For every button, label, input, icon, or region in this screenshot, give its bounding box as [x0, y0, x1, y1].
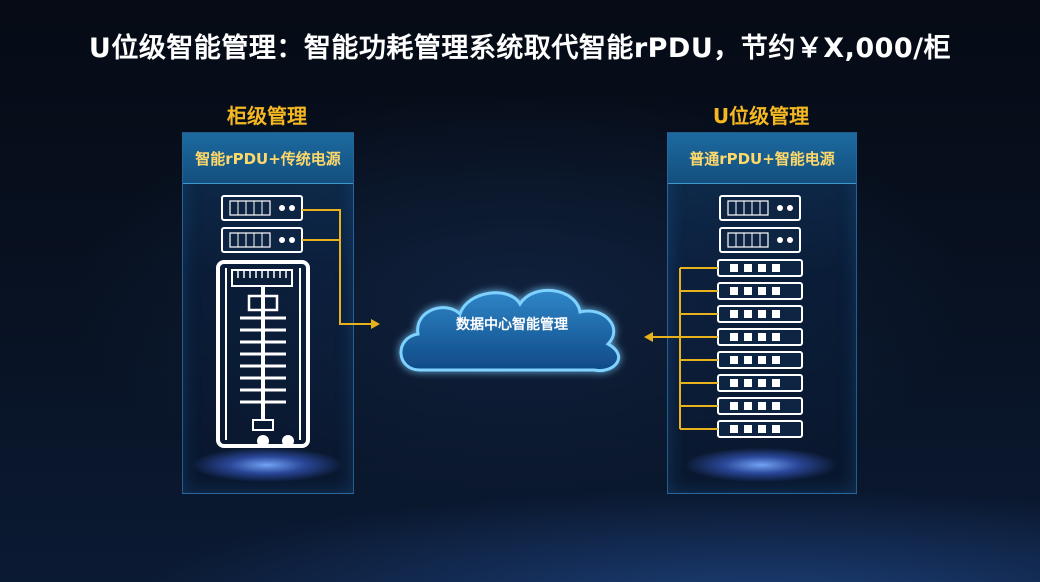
right-panel-header: 普通rPDU+智能电源: [668, 133, 856, 184]
right-connector: [652, 267, 718, 430]
left-arrowhead: [371, 319, 380, 329]
left-plug-1: [257, 435, 269, 447]
left-plug-2: [282, 435, 294, 447]
right-power-unit-2: [717, 282, 803, 300]
right-power-unit-6: [717, 374, 803, 392]
left-panel-header: 智能rPDU+传统电源: [183, 133, 353, 184]
right-server-2: [719, 227, 801, 253]
right-server-1: [719, 195, 801, 221]
slide-title: U位级智能管理：智能功耗管理系统取代智能rPDU，节约￥X,000/柜: [88, 33, 952, 64]
right-power-unit-3: [717, 305, 803, 323]
cloud-shape: [399, 288, 621, 373]
left-rack-glow: [192, 448, 342, 482]
left-connector: [302, 209, 372, 325]
data-center-cloud: 数据中心智能管理: [396, 278, 628, 374]
left-server-1: [221, 195, 303, 221]
right-power-unit-1: [717, 259, 803, 277]
right-arrowhead: [644, 332, 653, 342]
right-power-unit-4: [717, 328, 803, 346]
right-power-unit-7: [717, 397, 803, 415]
left-server-2: [221, 227, 303, 253]
left-rpdu-device: [216, 260, 310, 448]
left-rack-panel: 智能rPDU+传统电源: [182, 132, 354, 494]
right-column-title: U位级管理: [712, 104, 810, 128]
left-column-title: 柜级管理: [227, 104, 307, 128]
right-power-unit-8: [717, 420, 803, 438]
right-power-unit-5: [717, 351, 803, 369]
cloud-label: 数据中心智能管理: [456, 317, 568, 333]
right-rack-glow: [686, 448, 836, 482]
